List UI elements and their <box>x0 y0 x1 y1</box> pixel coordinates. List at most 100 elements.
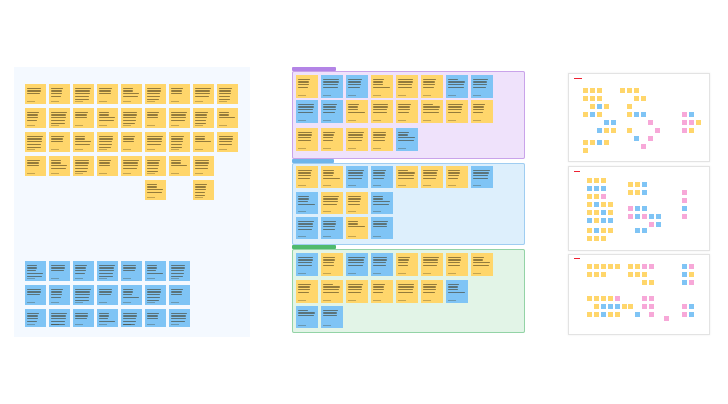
sticky-note[interactable] <box>73 84 94 104</box>
sticky-note[interactable] <box>217 108 238 128</box>
mini-sticky-note[interactable] <box>587 218 592 223</box>
mini-sticky-note[interactable] <box>649 222 654 227</box>
mini-sticky-note[interactable] <box>594 202 599 207</box>
sticky-note[interactable] <box>346 75 368 98</box>
mini-sticky-note[interactable] <box>642 296 647 301</box>
mini-sticky-note[interactable] <box>597 104 602 109</box>
mini-sticky-note[interactable] <box>597 128 602 133</box>
mini-sticky-note[interactable] <box>642 214 647 219</box>
sticky-note[interactable] <box>73 132 94 152</box>
mini-sticky-note[interactable] <box>649 296 654 301</box>
mini-sticky-note[interactable] <box>649 214 654 219</box>
sticky-note[interactable] <box>121 132 142 152</box>
mini-sticky-note[interactable] <box>608 228 613 233</box>
mini-sticky-note[interactable] <box>642 190 647 195</box>
mini-sticky-note[interactable] <box>583 96 588 101</box>
mini-sticky-note[interactable] <box>689 112 694 117</box>
mini-sticky-note[interactable] <box>689 264 694 269</box>
mini-sticky-note[interactable] <box>611 120 616 125</box>
mini-sticky-note[interactable] <box>642 280 647 285</box>
sticky-note[interactable] <box>145 84 166 104</box>
mini-sticky-note[interactable] <box>601 304 606 309</box>
mini-sticky-note[interactable] <box>635 228 640 233</box>
mini-sticky-note[interactable] <box>587 236 592 241</box>
sticky-note[interactable] <box>193 156 214 176</box>
sticky-note[interactable] <box>296 166 318 188</box>
sticky-note[interactable] <box>169 309 190 327</box>
sticky-note[interactable] <box>346 280 368 303</box>
mini-sticky-note[interactable] <box>608 304 613 309</box>
sticky-note[interactable] <box>121 84 142 104</box>
mini-sticky-note[interactable] <box>597 112 602 117</box>
sticky-note[interactable] <box>49 285 70 305</box>
mini-sticky-note[interactable] <box>608 218 613 223</box>
mini-sticky-note[interactable] <box>628 272 633 277</box>
sticky-note[interactable] <box>193 132 214 152</box>
sticky-note[interactable] <box>421 75 443 98</box>
sticky-note[interactable] <box>321 192 343 214</box>
sticky-note[interactable] <box>371 128 393 151</box>
mini-sticky-note[interactable] <box>594 312 599 317</box>
sticky-note[interactable] <box>73 156 94 176</box>
mini-sticky-note[interactable] <box>642 304 647 309</box>
mini-sticky-note[interactable] <box>594 264 599 269</box>
mini-sticky-note[interactable] <box>689 280 694 285</box>
sticky-note[interactable] <box>121 156 142 176</box>
sticky-note[interactable] <box>169 108 190 128</box>
sticky-note[interactable] <box>321 100 343 123</box>
sticky-note[interactable] <box>145 309 166 327</box>
mini-sticky-note[interactable] <box>601 210 606 215</box>
sticky-note[interactable] <box>73 285 94 305</box>
mini-sticky-note[interactable] <box>594 228 599 233</box>
mini-sticky-note[interactable] <box>628 182 633 187</box>
sticky-note[interactable] <box>49 84 70 104</box>
mini-sticky-note[interactable] <box>587 312 592 317</box>
mini-sticky-note[interactable] <box>597 140 602 145</box>
mini-sticky-note[interactable] <box>635 206 640 211</box>
sticky-note[interactable] <box>169 132 190 152</box>
mini-sticky-note[interactable] <box>641 112 646 117</box>
mini-sticky-note[interactable] <box>628 190 633 195</box>
sticky-note[interactable] <box>321 75 343 98</box>
mini-sticky-note[interactable] <box>689 312 694 317</box>
mini-sticky-note[interactable] <box>689 272 694 277</box>
sticky-note[interactable] <box>396 166 418 188</box>
mini-sticky-note[interactable] <box>682 272 687 277</box>
sticky-note[interactable] <box>145 285 166 305</box>
sticky-note[interactable] <box>193 108 214 128</box>
mini-sticky-note[interactable] <box>689 304 694 309</box>
mini-sticky-note[interactable] <box>587 228 592 233</box>
mini-sticky-note[interactable] <box>604 104 609 109</box>
mini-sticky-note[interactable] <box>601 296 606 301</box>
sticky-note[interactable] <box>25 261 46 281</box>
mini-sticky-note[interactable] <box>648 136 653 141</box>
sticky-note[interactable] <box>97 309 118 327</box>
mini-sticky-note[interactable] <box>648 120 653 125</box>
mini-sticky-note[interactable] <box>601 228 606 233</box>
sticky-note[interactable] <box>296 217 318 239</box>
sticky-note[interactable] <box>49 261 70 281</box>
sticky-note[interactable] <box>321 253 343 276</box>
mini-sticky-note[interactable] <box>634 88 639 93</box>
mini-sticky-note[interactable] <box>682 312 687 317</box>
sticky-note[interactable] <box>321 217 343 239</box>
mini-sticky-note[interactable] <box>587 194 592 199</box>
mini-sticky-note[interactable] <box>590 112 595 117</box>
mini-sticky-note[interactable] <box>608 312 613 317</box>
mini-sticky-note[interactable] <box>628 214 633 219</box>
mini-sticky-note[interactable] <box>641 96 646 101</box>
sticky-note[interactable] <box>193 180 214 200</box>
sticky-note[interactable] <box>145 156 166 176</box>
mini-sticky-note[interactable] <box>649 304 654 309</box>
sticky-note[interactable] <box>97 132 118 152</box>
mini-sticky-note[interactable] <box>611 128 616 133</box>
mini-sticky-note[interactable] <box>601 218 606 223</box>
sticky-note[interactable] <box>97 108 118 128</box>
sticky-note[interactable] <box>73 309 94 327</box>
mini-sticky-note[interactable] <box>642 264 647 269</box>
mini-sticky-note[interactable] <box>628 206 633 211</box>
mini-sticky-note[interactable] <box>682 264 687 269</box>
mini-sticky-note[interactable] <box>601 186 606 191</box>
right-panel-1[interactable] <box>568 73 710 162</box>
